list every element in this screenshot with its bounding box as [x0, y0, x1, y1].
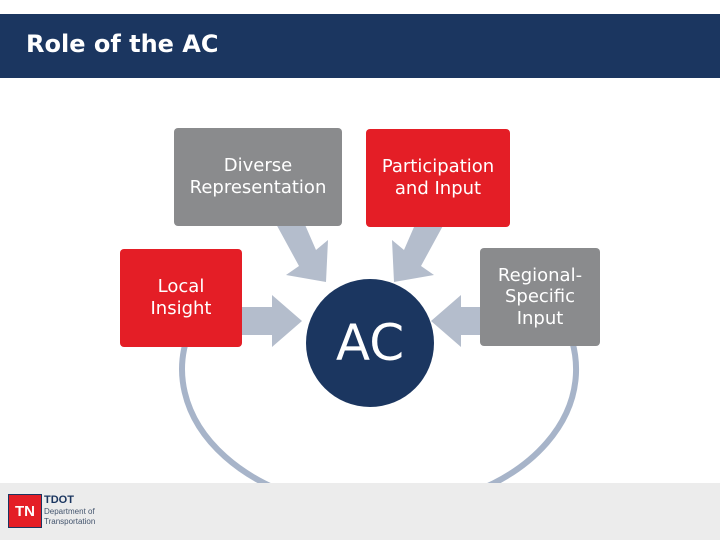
page-title: Role of the AC: [26, 30, 219, 58]
tdot-logo-text: TDOT Department of Transportation: [44, 495, 95, 526]
title-bar: Role of the AC: [0, 14, 720, 78]
center-ac-label: AC: [335, 314, 405, 372]
node-regional-specific-input: Regional- Specific Input: [480, 248, 600, 346]
logo-brand: TDOT: [44, 494, 74, 506]
logo-line-1: Department of: [44, 507, 95, 516]
node-diverse-label: Diverse Representation: [189, 155, 327, 198]
node-regional-label: Regional- Specific Input: [497, 264, 583, 329]
footer-bar: [0, 483, 720, 540]
logo-line-2: Transportation: [44, 517, 96, 526]
node-local-label: Local Insight: [150, 276, 212, 319]
tdot-logo-mark: TN: [8, 494, 42, 528]
node-participation-label: Participation and Input: [381, 156, 495, 199]
center-ac-circle: AC: [306, 279, 434, 407]
logo-mark-text: TN: [15, 502, 35, 520]
node-participation-input: Participation and Input: [366, 129, 510, 227]
node-diverse-representation: Diverse Representation: [174, 128, 342, 226]
node-local-insight: Local Insight: [120, 249, 242, 347]
arrow-from-local: [241, 295, 302, 347]
arrow-from-regional: [431, 295, 492, 347]
